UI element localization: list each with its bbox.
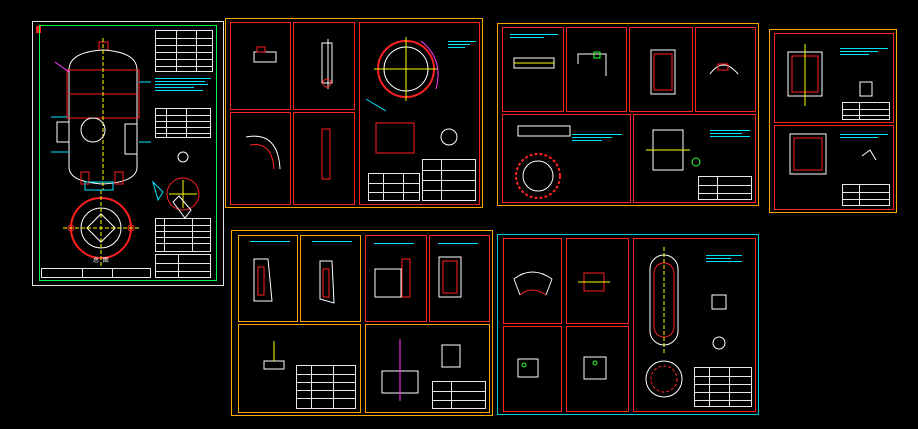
detail-cell-6[interactable]: [365, 324, 490, 413]
detail-cell-1[interactable]: [238, 235, 298, 322]
detail-cell-1[interactable]: [502, 27, 564, 112]
cell-2-notes: [312, 241, 352, 244]
detail-cell-3[interactable]: [365, 235, 427, 322]
sheet-main-assembly[interactable]: 总 图: [32, 21, 224, 286]
cell-1-title-block: [842, 102, 890, 120]
cell-5-notes: [572, 134, 622, 143]
cell-5-title-block: [422, 159, 476, 201]
sheet-part-drawings-d[interactable]: [231, 230, 493, 416]
cell-4-notes: [438, 243, 478, 246]
detail-cell-1[interactable]: [230, 22, 291, 110]
cell-6-notes: [710, 130, 750, 139]
vessel-elevation-drawing: [51, 38, 200, 266]
sheet-b-details: [513, 49, 739, 199]
sheet-part-drawings-e[interactable]: [497, 234, 759, 415]
cell-3-notes: [374, 243, 414, 246]
detail-cell-5[interactable]: [359, 22, 480, 205]
sheet-d-details: [253, 256, 462, 401]
sheet-corner-tag: [36, 26, 41, 33]
design-data-table: [155, 30, 213, 72]
detail-cell-4[interactable]: [293, 112, 355, 205]
detail-cell-1[interactable]: [503, 238, 562, 324]
detail-cell-3[interactable]: [503, 326, 562, 412]
sheet-title-label: 总 图: [93, 257, 109, 264]
detail-cell-4[interactable]: [566, 326, 629, 412]
detail-cell-5[interactable]: [502, 114, 631, 203]
cell-1-notes: [250, 241, 290, 244]
title-block: [155, 254, 211, 278]
detail-cell-2[interactable]: [566, 27, 627, 112]
sheet-c-details: [787, 44, 877, 175]
detail-cell-4[interactable]: [695, 27, 756, 112]
revision-block: [41, 268, 151, 278]
cell-5-parts-table: [296, 365, 356, 409]
cell-5-title-block: [694, 367, 752, 407]
parts-list-table: [155, 218, 211, 252]
detail-cell-3[interactable]: [230, 112, 291, 205]
detail-cell-1[interactable]: [774, 33, 894, 123]
detail-cell-2[interactable]: [566, 238, 629, 324]
detail-cell-5[interactable]: [238, 324, 361, 413]
cell-1-notes: [510, 34, 558, 40]
cell-1-notes: [840, 48, 888, 57]
nozzle-schedule-table: [155, 108, 211, 138]
cell-5-parts-table: [368, 173, 420, 201]
sheet-e-details: [513, 247, 727, 398]
sheet-part-drawings-c[interactable]: [769, 29, 897, 213]
detail-cell-2[interactable]: [774, 125, 894, 210]
cell-2-title-block: [842, 184, 890, 206]
sheet-a-details: [245, 37, 458, 180]
cell-5-notes: [706, 255, 742, 264]
cell-6-title-block: [432, 381, 486, 409]
cell-2-notes: [840, 134, 888, 140]
sheet-part-drawings-b[interactable]: [497, 23, 759, 206]
technical-notes: [155, 78, 211, 93]
detail-cell-2[interactable]: [293, 22, 355, 110]
detail-cell-6[interactable]: [633, 114, 756, 203]
cell-5-notes: [448, 41, 476, 50]
detail-cell-4[interactable]: [429, 235, 490, 322]
sheet-inner-frame: [39, 25, 217, 281]
detail-cell-3[interactable]: [629, 27, 693, 112]
sheet-part-drawings-a[interactable]: [225, 18, 483, 208]
cell-6-title-block: [698, 176, 752, 200]
detail-cell-5[interactable]: [633, 238, 756, 412]
detail-cell-2[interactable]: [300, 235, 361, 322]
